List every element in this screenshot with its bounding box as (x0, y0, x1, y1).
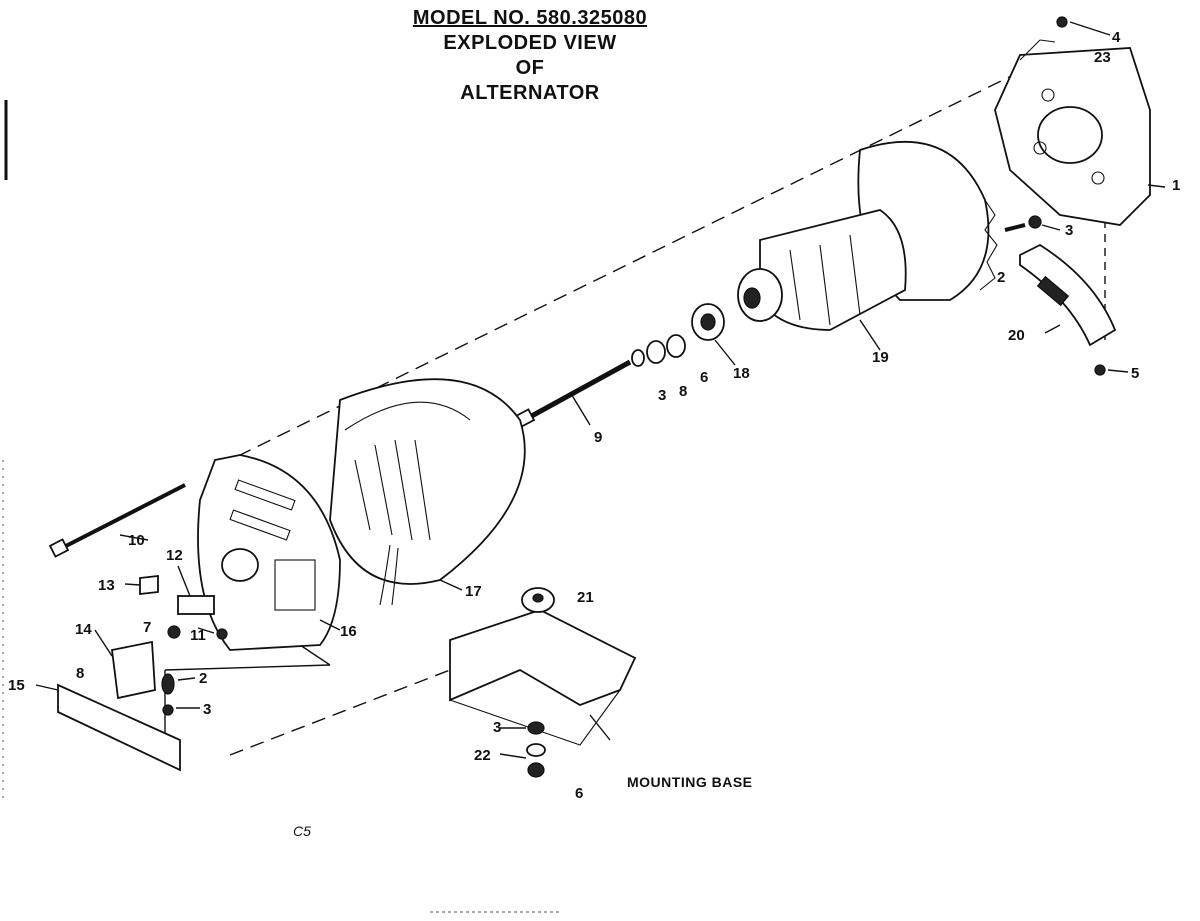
title-of: OF (515, 57, 545, 79)
callout-15: 15 (8, 677, 25, 694)
callout-6-base: 6 (575, 785, 583, 802)
part-rotor-fan (737, 141, 998, 331)
callout-12: 12 (166, 547, 183, 564)
callout-6-washer: 6 (700, 369, 708, 386)
callout-17: 17 (465, 583, 482, 600)
part-small-hardware (139, 574, 228, 640)
callout-3-rear: 3 (1065, 222, 1073, 239)
callout-9: 9 (594, 429, 602, 446)
part-through-bolt-9 (514, 359, 632, 428)
callout-3-washer: 3 (658, 387, 666, 404)
callout-18: 18 (733, 365, 750, 382)
scan-margin-marks (2, 100, 560, 913)
callout-1: 1 (1172, 177, 1180, 194)
part-cover-bracket (57, 640, 181, 772)
mounting-base-label: MOUNTING BASE (627, 774, 753, 790)
callout-4: 4 (1112, 29, 1121, 46)
callout-2-rear: 2 (997, 269, 1005, 286)
alignment-lines (164, 51, 1106, 756)
part-rear-hardware (1004, 16, 1106, 376)
title-exploded-view: EXPLODED VIEW (443, 32, 617, 54)
callout-labels: 1 2 2 3 3 3 3 4 5 6 6 7 8 8 9 10 11 12 1… (8, 29, 1180, 802)
part-stator-housing (329, 378, 526, 606)
callout-19: 19 (872, 349, 889, 366)
callout-22: 22 (474, 747, 491, 764)
callout-3-front: 3 (203, 701, 211, 718)
callout-2-front: 2 (199, 670, 207, 687)
title-block: MODEL NO. 580.325080 EXPLODED VIEW OF AL… (380, 6, 680, 106)
part-front-end-bell (197, 454, 341, 651)
callout-10: 10 (128, 532, 145, 549)
callout-21: 21 (577, 589, 594, 606)
part-washers (631, 334, 686, 367)
title-model-number: MODEL NO. 580.325080 (412, 7, 648, 29)
callout-7: 7 (143, 619, 151, 636)
part-long-bolt-10 (48, 483, 186, 558)
page-code: C5 (293, 823, 311, 839)
part-mounting-base (449, 587, 637, 778)
callout-20: 20 (1008, 327, 1025, 344)
part-brush-cover (1019, 243, 1117, 347)
part-bearing (691, 303, 725, 341)
callout-5: 5 (1131, 365, 1139, 382)
callout-11: 11 (190, 627, 206, 644)
callout-3-base: 3 (493, 719, 501, 736)
callout-14: 14 (75, 621, 92, 638)
callout-23: 23 (1094, 49, 1111, 66)
callout-8-front: 8 (76, 665, 84, 682)
callout-13: 13 (98, 577, 115, 594)
leader-lines (35, 21, 1166, 759)
part-end-bell (994, 39, 1151, 226)
callout-16: 16 (340, 623, 357, 640)
title-alternator: ALTERNATOR (460, 82, 600, 104)
callout-8-washer: 8 (679, 383, 687, 400)
